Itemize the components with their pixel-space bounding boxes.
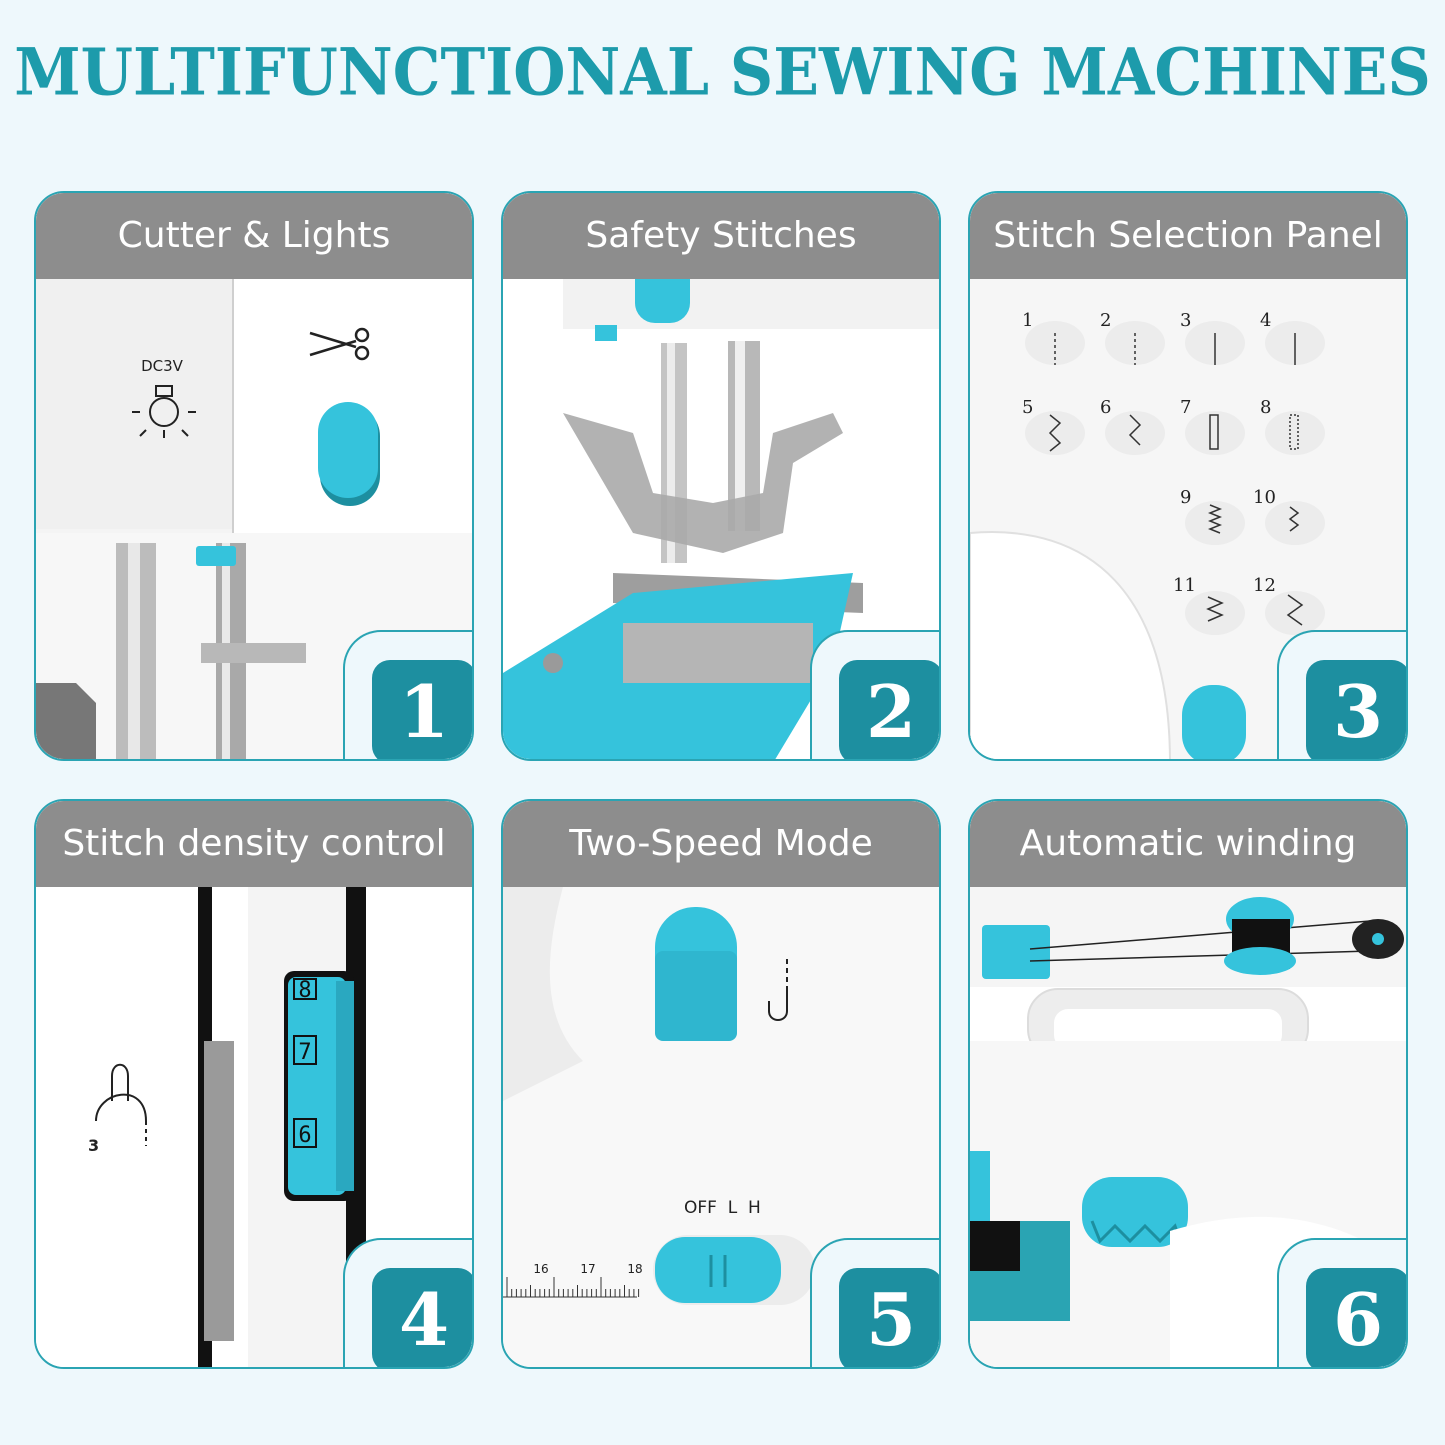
light-bulb-icon bbox=[132, 385, 196, 438]
stitch-number: 8 bbox=[1260, 397, 1271, 418]
feature-number-badge: 1 bbox=[372, 660, 472, 759]
feature-number-badge: 3 bbox=[1306, 660, 1406, 759]
feature-card-stitch-selection: Stitch Selection Panel 1 2 3 4 5 6 7 8 9… bbox=[968, 191, 1408, 761]
stitch-number: 1 bbox=[1022, 310, 1033, 331]
feature-card-stitch-density: Stitch density control 8 7 6 3 4 bbox=[34, 799, 474, 1369]
density-stitch-icon bbox=[95, 1063, 147, 1146]
ruler-number: 16 bbox=[533, 1262, 548, 1276]
feature-label: Stitch density control bbox=[36, 801, 472, 887]
stitch-number: 10 bbox=[1253, 487, 1276, 508]
feature-card-cutter-lights: Cutter & Lights DC3V 1 bbox=[34, 191, 474, 761]
feature-card-two-speed: Two-Speed Mode OFF L H 16 17 18 5 bbox=[501, 799, 941, 1369]
dc3v-text: DC3V bbox=[141, 357, 184, 375]
stitch-number: 7 bbox=[1180, 397, 1191, 418]
stitch-number: 3 bbox=[1180, 310, 1191, 331]
scissors-icon bbox=[309, 327, 370, 361]
stitch-number: 9 bbox=[1180, 487, 1191, 508]
stitch-panel-photo: 1 2 3 4 5 6 7 8 9 10 11 12 bbox=[970, 193, 1406, 759]
feature-number-badge: 2 bbox=[839, 660, 939, 759]
feature-card-safety-stitches: Safety Stitches 2 bbox=[501, 191, 941, 761]
winding-photo bbox=[970, 801, 1406, 1367]
stitch-number: 2 bbox=[1100, 310, 1111, 331]
ruler-number: 17 bbox=[580, 1262, 595, 1276]
feature-label: Automatic winding bbox=[970, 801, 1406, 887]
feature-number-badge: 6 bbox=[1306, 1268, 1406, 1367]
speed-switch-text: OFF L H bbox=[684, 1198, 761, 1218]
ruler-ticks bbox=[506, 1277, 640, 1297]
stitch-number: 11 bbox=[1173, 575, 1196, 596]
feature-number-badge: 4 bbox=[372, 1268, 472, 1367]
page-title: MULTIFUNCTIONAL SEWING MACHINES bbox=[14, 35, 1431, 111]
feature-card-automatic-winding: Automatic winding 6 bbox=[968, 799, 1408, 1369]
stitch-number: 4 bbox=[1260, 310, 1271, 331]
presser-foot-photo bbox=[503, 193, 939, 759]
ruler-number: 18 bbox=[627, 1262, 642, 1276]
dial-digit: 7 bbox=[298, 1040, 311, 1065]
feature-label: Cutter & Lights bbox=[36, 193, 472, 279]
feature-label: Safety Stitches bbox=[503, 193, 939, 279]
stitch-number: 5 bbox=[1022, 397, 1033, 418]
dial-digit: 6 bbox=[298, 1123, 311, 1148]
dial-digit: 8 bbox=[298, 978, 311, 1003]
feature-label: Stitch Selection Panel bbox=[970, 193, 1406, 279]
feature-label: Two-Speed Mode bbox=[503, 801, 939, 887]
stitch-number: 12 bbox=[1253, 575, 1276, 596]
feature-number-badge: 5 bbox=[839, 1268, 939, 1367]
density-icon-digit: 3 bbox=[88, 1136, 99, 1155]
stitch-number: 6 bbox=[1100, 397, 1111, 418]
